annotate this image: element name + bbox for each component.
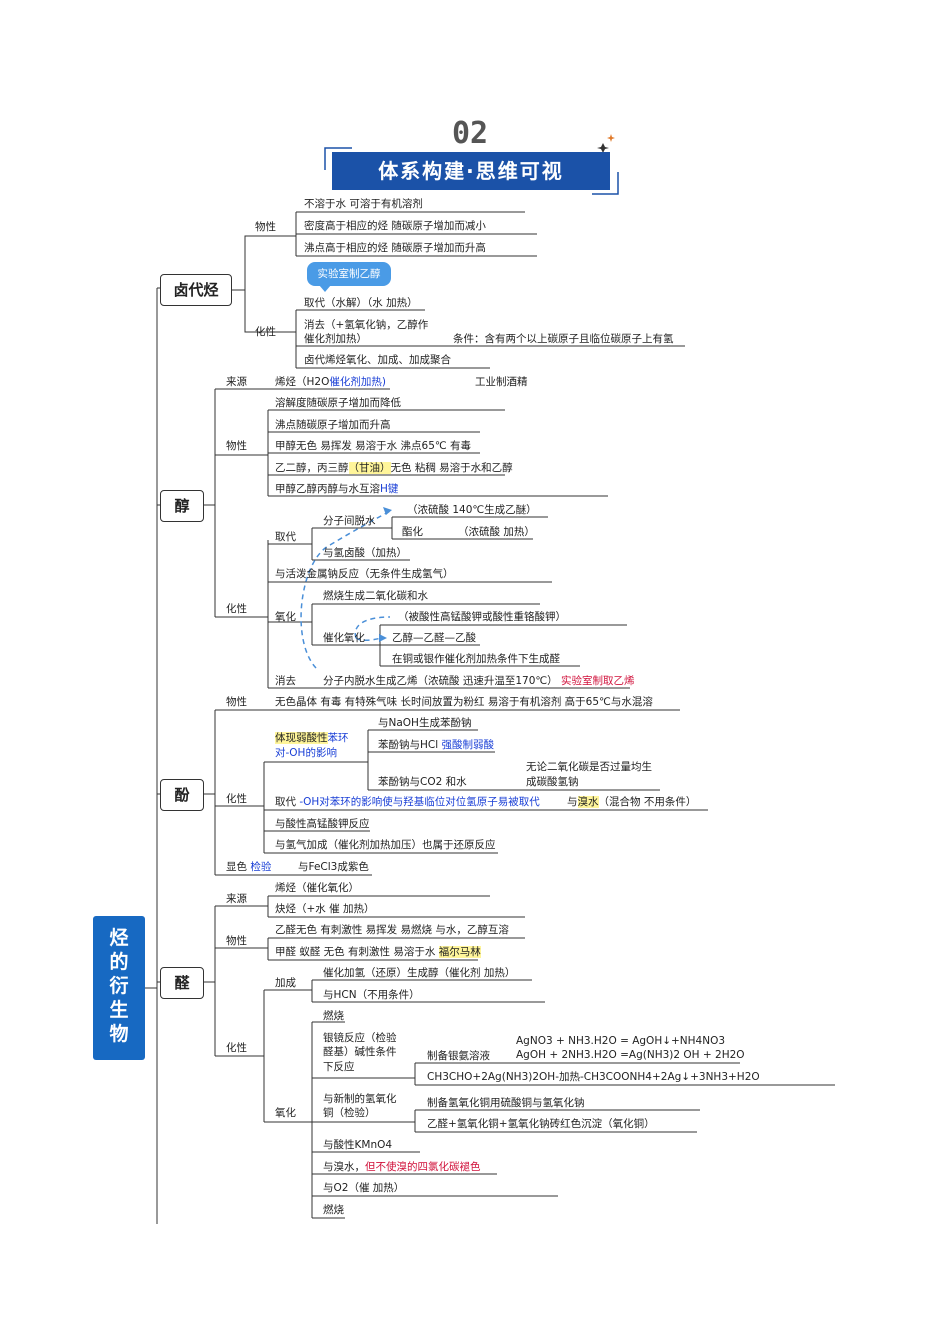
phenol-co2-note-1: 无论二氧化碳是否过量均生 <box>526 761 652 773</box>
label-oxidation: 氧化 <box>275 1107 296 1119</box>
alcohol-hydrohalic: 与氢卤酸（加热） <box>323 547 407 559</box>
haloalkane-physical-1: 不溶于水 可溶于有机溶剂 <box>304 198 423 210</box>
haloalkane-physical-3: 沸点高于相应的烃 随碳原子增加而升高 <box>304 242 486 254</box>
haloalkane-chem-2a: 消去（+氢氧化钠，乙醇作 <box>304 319 429 331</box>
label-elimination: 消去 <box>275 675 296 687</box>
aldehyde-eq-1: AgNO3 + NH3.H2O = AgOH↓+NH4NO3 <box>516 1035 726 1047</box>
haloalkane-chem-2-condition: 条件：含有两个以上碳原子且临位碳原子上有氢 <box>453 333 674 345</box>
alcohol-esterify: 酯化 <box>402 526 423 538</box>
alcohol-ether: （浓硫酸 140℃生成乙醚） <box>407 504 537 516</box>
haloalkane-physical-2: 密度高于相应的烃 随碳原子增加而减小 <box>304 220 486 232</box>
phenol-acidity: 体现弱酸性苯环 <box>275 732 349 744</box>
alcohol-esterify-cond: （浓硫酸 加热） <box>458 526 535 538</box>
root-char: 生 <box>109 999 129 1021</box>
aldehyde-copper-2: 铜（检验） <box>323 1107 376 1119</box>
aldehyde-source-2: 炔烃（+水 催 加热） <box>275 903 375 915</box>
aldehyde-silver-3: 下反应 <box>323 1061 355 1073</box>
alcohol-sodium: 与活泼金属钠反应（无条件生成氢气） <box>275 568 454 580</box>
node-phenol: 酚 <box>160 779 204 811</box>
label-chemical: 化性 <box>255 326 276 338</box>
phenol-co2-note-2: 成碳酸氢钠 <box>526 776 579 788</box>
section-number: 02 <box>451 116 489 151</box>
aldehyde-silver-1: 银镜反应（检验 <box>323 1032 397 1044</box>
alcohol-catalytic-ox: 催化氧化 <box>323 632 365 644</box>
alcohol-physical-2: 沸点随碳原子增加而升高 <box>275 419 391 431</box>
alcohol-combustion: 燃烧生成二氧化碳和水 <box>323 590 428 602</box>
aldehyde-copper-result: 乙醛+氢氧化铜+氢氧化钠砖红色沉淀（氧化铜） <box>427 1118 655 1130</box>
alcohol-dehydration-inter: 分子间脱水 <box>323 515 376 527</box>
haloalkane-chem-1: 取代（水解）（水 加热） <box>304 297 418 309</box>
alcohol-source: 烯烃（H2O催化剂加热) <box>275 376 386 388</box>
haloalkane-chem-2b: 催化剂加热） <box>304 333 367 345</box>
aldehyde-o2: 与O2（催 加热） <box>323 1182 405 1194</box>
phenol-bromine-water: 与溴水（混合物 不用条件） <box>567 796 697 808</box>
callout-lab-ethanol: 实验室制乙醇 <box>307 262 391 292</box>
alcohol-physical-3: 甲醇无色 易挥发 易溶于水 沸点65℃ 有毒 <box>275 440 472 452</box>
root-char: 物 <box>109 1023 129 1045</box>
node-haloalkane: 卤代烃 <box>160 274 232 306</box>
phenol-kmno4: 与酸性高锰酸钾反应 <box>275 818 370 830</box>
aldehyde-eq-3: CH3CHO+2Ag(NH3)2OH-加热-CH3COONH4+2Ag↓+3NH… <box>427 1071 760 1083</box>
root-char: 烃 <box>109 927 129 949</box>
section-title: 体系构建·思维可视 <box>332 152 610 190</box>
aldehyde-copper-1: 与新制的氢氧化 <box>323 1093 397 1105</box>
alcohol-source-industry: 工业制酒精 <box>475 376 528 388</box>
label-source: 来源 <box>226 376 247 388</box>
label-physical: 物性 <box>226 440 247 452</box>
root-char: 衍 <box>109 975 129 997</box>
aldehyde-kmno4: 与酸性KMnO4 <box>323 1139 393 1151</box>
label-source: 来源 <box>226 893 247 905</box>
phenol-acidity-effect: 对-OH的影响 <box>275 747 337 759</box>
phenol-naoh: 与NaOH生成苯酚钠 <box>378 717 472 729</box>
aldehyde-copper-prep: 制备氢氧化铜用硫酸铜与氢氧化钠 <box>427 1097 585 1109</box>
root-char: 的 <box>109 951 129 973</box>
haloalkane-chem-3: 卤代烯烃氧化、加成、加成聚合 <box>304 354 451 366</box>
phenol-color: 显色 检验 <box>226 861 272 873</box>
aldehyde-physical-1: 乙醛无色 有刺激性 易挥发 易燃烧 与水，乙醇互溶 <box>275 924 509 936</box>
alcohol-chain: 乙醇—乙醛—乙酸 <box>392 632 476 644</box>
phenol-physical: 无色晶体 有毒 有特殊气味 长时间放置为粉红 易溶于有机溶剂 高于65℃与水混溶 <box>275 696 653 708</box>
alcohol-aldehyde-cond: 在铜或银作催化剂加热条件下生成醛 <box>392 653 560 665</box>
aldehyde-eq-2: AgOH + 2NH3.H2O =Ag(NH3)2 OH + 2H2O <box>516 1049 745 1061</box>
alcohol-elimination: 分子内脱水生成乙烯（浓硫酸 迅速升温至170℃） 实验室制取乙烯 <box>323 675 635 687</box>
label-oxidation: 氧化 <box>275 611 296 623</box>
label-chemical: 化性 <box>226 1042 247 1054</box>
label-addition: 加成 <box>275 977 296 989</box>
label-substitution: 取代 <box>275 531 296 543</box>
label-physical: 物性 <box>226 935 247 947</box>
aldehyde-hcn: 与HCN（不用条件） <box>323 989 420 1001</box>
label-chemical: 化性 <box>226 603 247 615</box>
alcohol-physical-1: 溶解度随碳原子增加而降低 <box>275 397 401 409</box>
aldehyde-physical-2: 甲醛 蚁醛 无色 有刺激性 易溶于水 福尔马林 <box>275 946 481 958</box>
aldehyde-silver-prep: 制备银氨溶液 <box>427 1050 490 1062</box>
alcohol-physical-4: 乙二醇，丙三醇（甘油）无色 粘稠 易溶于水和乙醇 <box>275 462 513 474</box>
aldehyde-hydrogenation: 催化加氢（还原）生成醇（催化剂 加热） <box>323 967 516 979</box>
alcohol-oxidant: （被酸性高锰酸钾或酸性重铬酸钾） <box>398 611 566 623</box>
aldehyde-source-1: 烯烃（催化氧化） <box>275 882 359 894</box>
node-aldehyde: 醛 <box>160 967 204 999</box>
label-physical: 物性 <box>255 221 276 233</box>
phenol-substitution: 取代 -OH对苯环的影响使与羟基临位对位氢原子易被取代 <box>275 796 540 808</box>
alcohol-physical-5: 甲醇乙醇丙醇与水互溶H键 <box>275 483 399 495</box>
phenol-fecl3: 与FeCl3成紫色 <box>298 861 369 873</box>
aldehyde-combustion-1: 燃烧 <box>323 1010 344 1022</box>
label-physical: 物性 <box>226 696 247 708</box>
phenol-hydrogenation: 与氢气加成（催化剂加热加压）也属于还原反应 <box>275 839 496 851</box>
aldehyde-bromine: 与溴水，但不使溴的四氯化碳褪色 <box>323 1161 481 1173</box>
phenol-hcl: 苯酚钠与HCl 强酸制弱酸 <box>378 739 494 751</box>
node-alcohol: 醇 <box>160 490 204 522</box>
aldehyde-combustion-2: 燃烧 <box>323 1204 344 1216</box>
label-chemical: 化性 <box>226 793 247 805</box>
phenol-co2: 苯酚钠与CO2 和水 <box>378 776 467 788</box>
aldehyde-silver-2: 醛基）碱性条件 <box>323 1046 397 1058</box>
root-node: 烃 的 衍 生 物 <box>93 916 145 1060</box>
